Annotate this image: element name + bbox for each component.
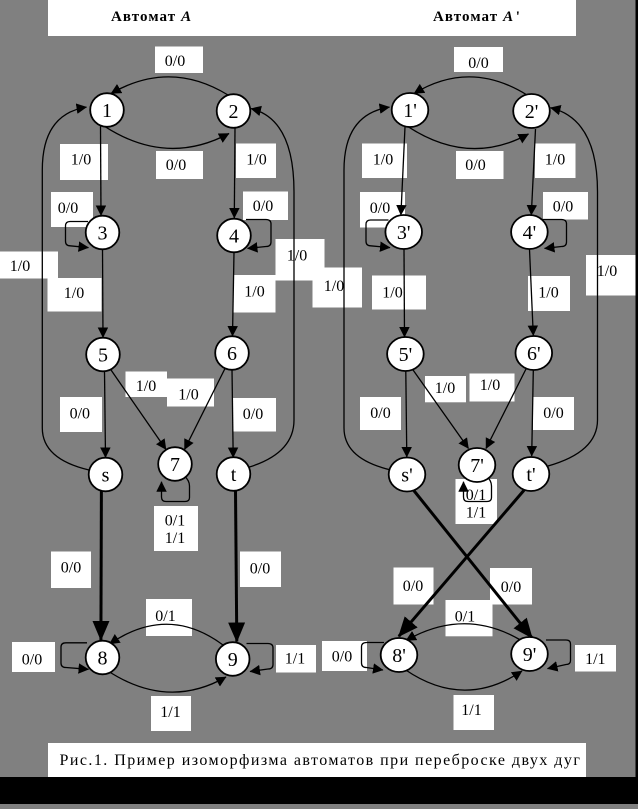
svg-text:0/0: 0/0: [370, 405, 390, 422]
svg-text:1/0: 1/0: [136, 378, 156, 395]
svg-text:8': 8': [392, 645, 406, 667]
svg-text:1/0: 1/0: [244, 284, 264, 301]
svg-text:0/0: 0/0: [465, 157, 485, 174]
svg-text:1/1: 1/1: [585, 651, 605, 668]
svg-text:1/0: 1/0: [597, 263, 617, 280]
svg-text:1/0: 1/0: [178, 387, 198, 404]
svg-text:7': 7': [470, 455, 484, 477]
svg-text:0/1: 0/1: [155, 608, 175, 625]
svg-text:6': 6': [527, 343, 541, 365]
svg-text:Автомат А: Автомат А: [111, 9, 192, 25]
svg-text:s: s: [102, 464, 110, 486]
svg-text:1/0: 1/0: [287, 248, 307, 265]
svg-text:0/0: 0/0: [166, 157, 186, 174]
svg-text:5': 5': [399, 344, 413, 366]
svg-text:Автомат А': Автомат А': [433, 9, 521, 25]
svg-text:0/0: 0/0: [468, 55, 488, 72]
svg-text:0/0: 0/0: [553, 199, 573, 216]
svg-text:1/0: 1/0: [435, 380, 455, 397]
svg-text:1/1: 1/1: [160, 704, 180, 721]
svg-text:1/0: 1/0: [538, 285, 558, 302]
svg-text:4: 4: [229, 225, 239, 247]
svg-text:0/0: 0/0: [61, 560, 81, 577]
svg-text:0/0: 0/0: [243, 406, 263, 423]
svg-text:t: t: [231, 464, 237, 486]
svg-text:0/1: 0/1: [455, 609, 475, 626]
svg-text:9': 9': [523, 644, 537, 666]
svg-text:1/0: 1/0: [480, 377, 500, 394]
svg-text:0/0: 0/0: [403, 578, 423, 595]
svg-text:1/0: 1/0: [71, 152, 91, 169]
svg-text:0/0: 0/0: [58, 200, 78, 217]
svg-text:1/0: 1/0: [324, 278, 344, 295]
svg-text:9: 9: [228, 649, 238, 671]
svg-text:0/0: 0/0: [253, 198, 273, 215]
svg-text:1/0: 1/0: [545, 152, 565, 169]
svg-text:Рис.1. Пример изоморфизма авто: Рис.1. Пример изоморфизма автоматов при …: [60, 752, 582, 769]
svg-text:2: 2: [229, 101, 239, 123]
svg-text:3': 3': [397, 222, 411, 244]
svg-text:1/0: 1/0: [10, 258, 30, 275]
svg-text:0/0: 0/0: [543, 405, 563, 422]
svg-text:0/1: 0/1: [466, 487, 486, 504]
svg-text:1/0: 1/0: [373, 152, 393, 169]
svg-text:6: 6: [227, 343, 237, 365]
svg-text:0/0: 0/0: [501, 579, 521, 596]
svg-text:5: 5: [98, 344, 108, 366]
svg-text:0/0: 0/0: [332, 649, 352, 666]
svg-text:0/1: 0/1: [165, 513, 185, 530]
svg-text:1/1: 1/1: [165, 530, 185, 547]
svg-text:1/0: 1/0: [382, 285, 402, 302]
svg-text:0/0: 0/0: [22, 652, 42, 669]
svg-text:0/0: 0/0: [370, 200, 390, 217]
svg-text:0/0: 0/0: [165, 53, 185, 70]
svg-text:3: 3: [98, 222, 108, 244]
svg-text:8: 8: [98, 647, 108, 669]
svg-text:4': 4': [523, 222, 537, 244]
svg-text:1': 1': [403, 100, 417, 122]
svg-text:1/1: 1/1: [285, 651, 305, 668]
svg-text:s': s': [401, 464, 412, 486]
svg-text:1: 1: [102, 100, 112, 122]
svg-text:0/0: 0/0: [70, 406, 90, 423]
svg-text:t': t': [526, 464, 535, 486]
svg-text:0/0: 0/0: [250, 561, 270, 578]
svg-text:2': 2': [525, 101, 539, 123]
svg-text:1/1: 1/1: [466, 505, 486, 522]
svg-text:1/1: 1/1: [461, 702, 481, 719]
svg-text:1/0: 1/0: [246, 152, 266, 169]
svg-text:1/0: 1/0: [64, 285, 84, 302]
svg-text:7: 7: [170, 454, 180, 476]
